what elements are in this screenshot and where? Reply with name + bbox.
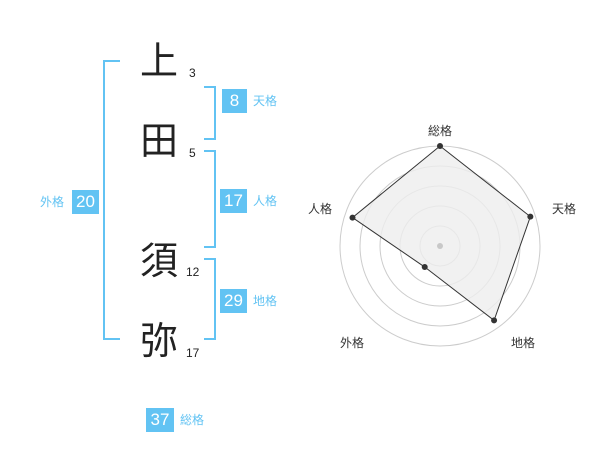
radar-point: [349, 214, 356, 221]
radar-chart: 総格 天格 地格 外格 人格: [308, 123, 576, 350]
name-char-2: 田: [140, 119, 179, 163]
radar-label-chi: 地格: [511, 335, 535, 350]
radar-label-sou: 総格: [428, 123, 452, 138]
radar-label-ten: 天格: [552, 201, 576, 216]
gai-kaku-label: 外格: [40, 195, 65, 209]
ten-kaku-value: 8: [222, 89, 247, 113]
sou-kaku-value: 37: [146, 408, 174, 432]
chi-bracket-top: [204, 258, 216, 260]
jin-bracket-top: [204, 150, 216, 152]
ten-bracket-bottom: [204, 138, 216, 140]
stroke-count-1: 3: [189, 66, 196, 80]
sou-kaku-label: 総格: [180, 413, 205, 427]
radar-point: [491, 317, 498, 324]
jin-kaku-label: 人格: [253, 194, 278, 208]
stroke-count-4: 17: [186, 346, 200, 360]
radar-points: [349, 143, 534, 324]
radar-center-dot: [437, 243, 443, 249]
radar-polygon: [351, 145, 531, 322]
outer-bracket-top: [103, 60, 120, 62]
radar-label-gai: 外格: [340, 335, 364, 350]
radar-point: [421, 264, 428, 271]
radar-point: [437, 143, 443, 149]
name-char-4: 弥: [140, 319, 179, 363]
radar-label-jin: 人格: [308, 201, 332, 216]
name-char-3: 須: [140, 239, 179, 283]
stroke-count-2: 5: [189, 146, 196, 160]
radar-point: [527, 213, 534, 220]
jin-bracket: [214, 150, 216, 248]
outer-bracket: [103, 60, 105, 340]
chi-bracket: [214, 258, 216, 340]
chi-kaku-label: 地格: [253, 294, 278, 308]
ten-bracket: [214, 86, 216, 140]
chi-bracket-bottom: [204, 338, 216, 340]
outer-bracket-bottom: [103, 338, 120, 340]
stroke-count-3: 12: [186, 265, 200, 279]
chi-kaku-value: 29: [220, 289, 247, 313]
ten-bracket-top: [204, 86, 216, 88]
name-char-1: 上: [140, 39, 179, 83]
gai-kaku-value: 20: [72, 190, 99, 214]
jin-bracket-bottom: [204, 246, 216, 248]
jin-kaku-value: 17: [220, 189, 247, 213]
ten-kaku-label: 天格: [253, 94, 278, 108]
